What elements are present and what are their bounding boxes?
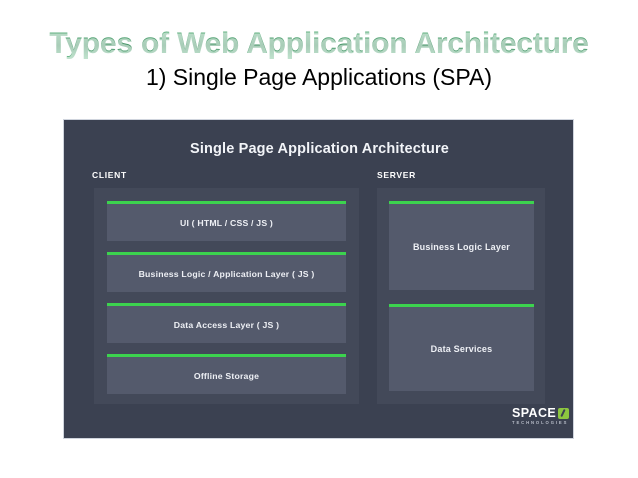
layer-block-data-services: Data Services [389,304,534,391]
page-title: Types of Web Application Architecture [0,27,638,60]
layer-label: Data Access Layer ( JS ) [173,319,280,330]
layer-label: Data Services [430,344,493,354]
page-subtitle: 1) Single Page Applications (SPA) [145,64,493,90]
diagram-title: Single Page Application Architecture [190,141,449,157]
layer-label: Offline Storage [193,370,260,381]
brand-logo-row: SPACE [512,406,570,420]
brand-wordmark: SPACE [512,406,557,420]
brand-mark-icon [558,407,570,419]
layer-block-offline-storage: Offline Storage [107,354,346,394]
column-label-server: SERVER [377,170,417,180]
layer-label: Business Logic Layer [412,242,511,252]
architecture-diagram: Single Page Application Architecture CLI… [63,119,574,439]
client-column: UI ( HTML / CSS / JS ) Business Logic / … [94,188,359,404]
brand-logo: SPACE TECHNOLOGIES [512,406,570,425]
server-column: Business Logic Layer Data Services [377,188,545,404]
layer-block-business-logic: Business Logic / Application Layer ( JS … [107,252,346,292]
layer-label: Business Logic / Application Layer ( JS … [138,268,315,279]
layer-label: UI ( HTML / CSS / JS ) [179,217,274,228]
brand-tagline: TECHNOLOGIES [512,420,569,425]
column-label-client: CLIENT [92,170,127,180]
layer-block-ui: UI ( HTML / CSS / JS ) [107,201,346,241]
layer-block-data-access: Data Access Layer ( JS ) [107,303,346,343]
layer-block-server-business-logic: Business Logic Layer [389,201,534,290]
